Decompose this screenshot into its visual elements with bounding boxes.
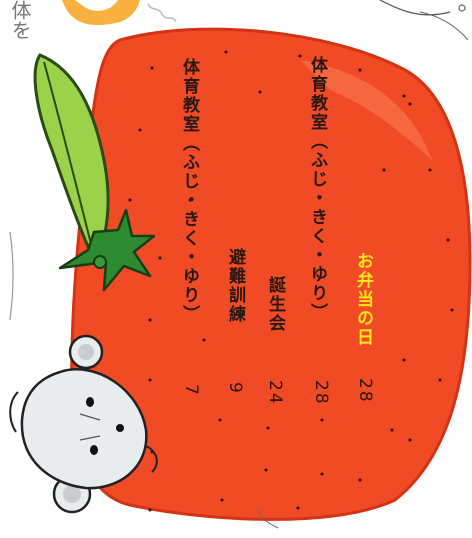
mouse-eye [86, 397, 94, 407]
tomato-highlight [300, 60, 432, 160]
stem-knob [93, 255, 107, 269]
leaf-vein [43, 61, 95, 257]
thin-line [379, 0, 451, 16]
wave-line [147, 3, 177, 23]
tomato-calyx [58, 208, 156, 292]
mouse [9, 334, 158, 514]
mouse-nose [116, 424, 124, 432]
tomato-body [70, 27, 472, 521]
mouse-head [20, 368, 148, 490]
ink-mark [9, 231, 14, 321]
small-dot [458, 4, 466, 12]
orange-brush-accent [62, 0, 140, 26]
handwritten-text: 体を [8, 0, 32, 40]
